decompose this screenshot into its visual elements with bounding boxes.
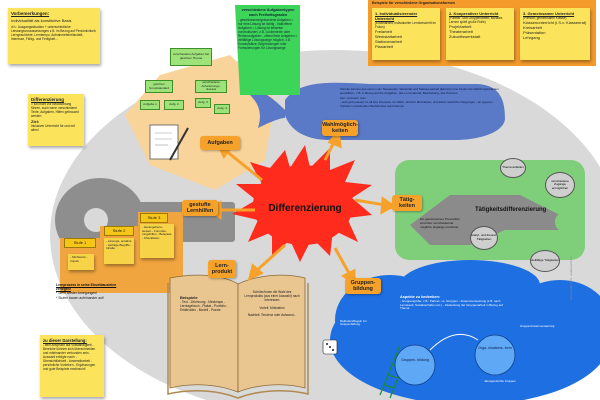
org-col3-title: 3. Gemeinsamer Unterricht [523, 11, 575, 16]
label-lernprodukt: Lern- produkt [208, 260, 236, 278]
whale-text-line1: Schüler können aus einem vom Niveauplan,… [340, 87, 499, 95]
cloud-node1-text: Gruppen- bildung [401, 358, 429, 362]
org-col2-item3: Zukunftswerkstatt [449, 34, 481, 39]
org-col3: 3. Gemeinsamer Unterricht (Plenum; gemei… [520, 8, 590, 60]
org-panel: Beispiele für verschiedene Organisations… [368, 0, 596, 66]
whale-text-line3: - statt jetzt passen zu all ihre Interes… [340, 100, 493, 108]
lernprozess-item2: * Stufen bauen aufeinander auf! [56, 295, 104, 300]
org-panel-header: Beispiele für verschiedene Organisations… [372, 1, 455, 5]
book-shape [167, 274, 309, 399]
cloud-node2-text: Orga- nisations- form [478, 346, 512, 350]
cloud-aspekte-title: Aspekte zu bedenken: [400, 295, 441, 299]
cloud-side-left: Methoden/Regeln zur Gruppenbildung [340, 319, 367, 327]
differenzierung-title: Differenzierung [268, 203, 342, 214]
cloud-node-organisationsform [474, 334, 516, 376]
book-left-title: Beispiele [180, 295, 198, 300]
org-col2: 2. Kooperativer Unterricht (Partner- und… [446, 8, 514, 60]
wrench-center-text: Ein gemeinsames Thema/Ziel wird über ver… [420, 217, 460, 229]
green-bubble-body: - geschlossene/gebundene Aufgaben = nur … [238, 18, 298, 50]
book-right-text: Schüler/innen die Wahl des Lernprodukts … [244, 290, 300, 317]
stufe-3-label: Stufe 3 [140, 213, 168, 223]
org-col2-sub: (Partner- und Gruppenarbeit; soziales Le… [449, 16, 503, 24]
book-right-sub: Vorteil: Motivation [259, 306, 285, 310]
note-vorbemerkungen-title: Vorbemerkungen: [11, 11, 50, 16]
aufgaben-leaf-4: Aufg. 4 [214, 104, 230, 114]
note-darstellung-body: - kein Anspruch auf Vollständigkeit - Be… [43, 343, 96, 371]
book-left-text: Beispiele - Text - Zeichnung - Mindmaps … [180, 295, 230, 313]
green-bubble-text: verschiedene Aufgabentypen nach Freiheit… [238, 8, 298, 94]
label-aufgaben: Aufgaben [200, 136, 240, 150]
org-col3-item4: Lehrgang [523, 35, 540, 40]
org-col3-item3: Präsentation [523, 30, 546, 35]
stufe-2-box: - Lösungs- ansätze - wichtige Begriffe -… [104, 238, 134, 264]
org-col1-sub: (Einzelarbeit; individueller Lernfortsch… [375, 21, 436, 29]
note-differenzierung-body: = soll nicht zur Beobachtung führen, auc… [31, 102, 79, 118]
note-differenzierung: Differenzierung = soll nicht zur Beobach… [28, 94, 84, 146]
org-col2-item2: Theaterarbeit [449, 29, 473, 34]
aufgaben-mid-left: gleichen Grundstandard [145, 80, 173, 93]
org-col1-item3: Stationenarbeit [375, 39, 402, 44]
aufgaben-leaf-1: Aufgabe 1 [140, 100, 160, 110]
whale-text-line2: hier: und kann man [340, 96, 366, 101]
org-col3-sub: (Plenum; gemeinsame Klasse) [523, 16, 567, 20]
stufe-1-box: - Stichworte - Impuls [68, 254, 94, 270]
org-col1-item4: Planarbeit [375, 44, 394, 49]
note-darstellung-title: zu dieser Darstellung: [43, 338, 87, 343]
aufgaben-mid-right: verschiedene Anforderungs- niveaus [195, 80, 227, 93]
differenzierung-splat [232, 145, 372, 262]
org-col1-item2: Werkstattarbeit [375, 34, 402, 39]
cloud-shape [330, 260, 600, 400]
lernprozess-text: Lernprozess in seine Einzelbausteine zer… [56, 283, 126, 300]
wrench-title: Tätigkeitsdifferenzierung [475, 207, 547, 213]
stufe-1-label: Stufe 1 [64, 238, 96, 248]
cloud-aspekte-body: - Gruppengröße, z.B.: Partner- vs. Grupp… [400, 298, 503, 311]
thema-circle: Thema aufteilen [500, 158, 526, 178]
book-right-main: Schüler/innen die Wahl des Lernprodukts … [244, 290, 300, 302]
aufgaben-leaf-3: Aufg. 3 [195, 98, 211, 108]
org-col1-item1: Freiarbeit [375, 29, 392, 34]
side-credit: Anne Gohlish, 2021 · creativecommons [570, 256, 573, 300]
paper-pencil-icon [149, 124, 189, 161]
cloud-node-gruppenbildung [394, 344, 436, 386]
cloud-side-right: Gruppenzusammensetzung [520, 324, 555, 328]
note-vorbemerkungen: Vorbemerkungen: Individualität als konst… [8, 8, 100, 64]
dice-icon [322, 339, 338, 355]
wrench-shape [395, 160, 585, 260]
label-wahlmoeglichkeiten: Wahlmöglich- keiten [322, 120, 358, 136]
lernprozess-title: Lernprozess in seine Einzelbausteine zer… [56, 283, 117, 292]
green-bubble-shape [235, 5, 300, 95]
green-bubble-title: verschiedene Aufgabentypen nach Freiheit… [241, 8, 295, 17]
note-ziel-body: inklusiver Unterricht für und mit allen! [31, 124, 75, 132]
aufgaben-leaf-2: Aufg. 2 [164, 100, 184, 110]
label-taetigkeiten: Tätig- keiten [392, 195, 422, 211]
org-col2-item1: Projektarbeit [449, 24, 472, 29]
arrows [207, 128, 396, 286]
org-col2-title: 2. Kooperativer Unterricht [449, 11, 499, 16]
cloud-arrow [429, 333, 479, 351]
note-darstellung: zu dieser Darstellung: - kein Anspruch a… [40, 335, 104, 397]
org-col3-item1: Klassenunterricht (i.S.v. Klassenrat) [523, 20, 587, 25]
org-col1-title: 1. Individualisierender Unterricht [375, 11, 418, 21]
note-ziel-label: Ziel: [31, 119, 40, 124]
org-col1: 1. Individualisierender Unterricht (Einz… [372, 8, 440, 60]
zugaenge-circle: verschiedene Zugänge ermöglichen [545, 172, 575, 198]
stufe-2-label: Stufe 2 [104, 226, 134, 236]
analyt-circle: analyt. und theoret. Tätigkeiten [470, 226, 498, 250]
aufgaben-top-box: verschiedene Aufgaben bei gleichem Thema [170, 48, 212, 66]
label-gestufte-lernhilfen: gestufte Lernhilfen [182, 200, 218, 216]
org-col3-item2: Kreisarbeit [523, 25, 543, 30]
whale-text: Schüler können aus einem vom Niveauplan,… [340, 87, 500, 109]
note-differenzierung-title: Differenzierung [31, 97, 65, 102]
book-left-items: - Text - Zeichnung - Mindmaps - Lerntage… [180, 300, 228, 312]
cloud-aspekte: Aspekte zu bedenken: - Gruppengröße, z.B… [400, 295, 510, 311]
cloud-bottom-text: altersgemischte Gruppen [484, 379, 516, 383]
book-right-sub2: Nachteil: Tendenz oder Aufwand... [247, 313, 297, 317]
label-gruppenbildung: Gruppen- bildung [345, 278, 381, 294]
note-vorbemerkungen-body: d.h.: Ausgangssituation + unterschiedlic… [11, 25, 97, 41]
lernprozess-item1: * Sieht wieder Anregungen! [56, 291, 98, 296]
stufe-3-box: - Herangehens- weisen - Formulie- rungsh… [140, 224, 174, 258]
note-vorbemerkungen-line: Individualität als konstitutive Basis [11, 18, 72, 23]
vielfaeltige-circle: vielfältige Tätigkeiten [530, 250, 560, 272]
